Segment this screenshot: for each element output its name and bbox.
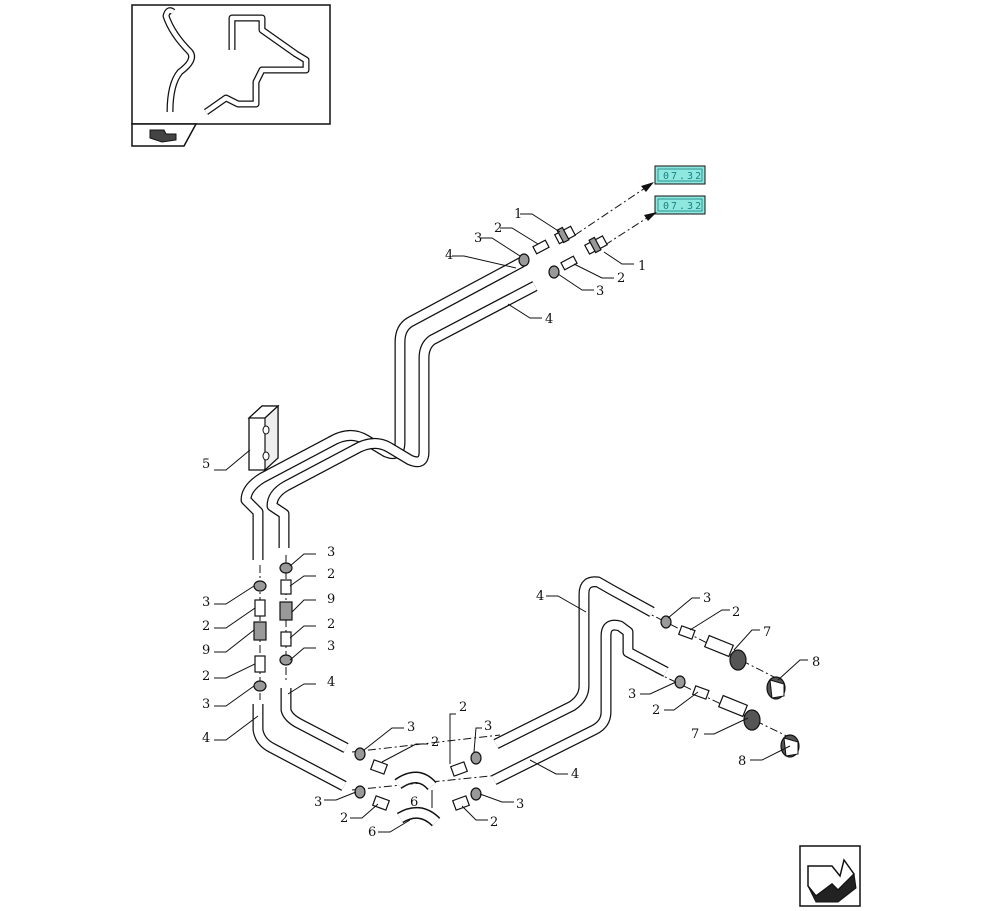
callout-3-right-a: 3 [703,591,711,606]
callout-2-right-b: 2 [652,703,660,718]
ref-label-1: 07.32 [663,171,703,182]
callout-2-stack-r2: 2 [327,617,335,632]
callout-9-stack-r: 9 [327,592,335,607]
callout-2-right-a: 2 [732,605,740,620]
elbow-6-lower[interactable] [396,806,441,827]
nut-3-bottom-c[interactable] [354,785,366,799]
nut-3-right-b[interactable] [674,675,686,689]
next-page-arrow-icon[interactable] [799,845,861,907]
sleeve-2-lower[interactable] [560,255,578,271]
dust-cap-8-upper[interactable] [766,676,786,700]
callout-6-lower: 6 [368,825,376,840]
sleeve-2-left-upper[interactable] [254,599,266,617]
callout-4-right: 4 [545,312,553,327]
callout-2-bottom-d: 2 [490,815,498,830]
callout-9-stack-l: 9 [202,643,210,658]
callout-4-top: 4 [445,248,453,263]
callout-4-lower-right: 4 [571,767,579,782]
callout-2-stack-r1: 2 [327,567,335,582]
ref-box-2[interactable]: 07.32 [654,195,706,215]
callout-labels: 1 2 3 4 1 2 3 4 5 3 2 9 2 3 4 3 2 9 2 3 … [202,207,820,840]
sleeve-2-bottom-d[interactable] [451,795,471,811]
tube-4-lower-left-b[interactable] [280,688,349,753]
ref-label-2: 07.32 [663,201,703,212]
tube-4-lower-right-b[interactable] [491,619,669,785]
leader-lines [214,213,808,833]
nut-3-right-a[interactable] [660,615,672,629]
callout-2-stack-l1: 2 [202,619,210,634]
callout-4-upper-right: 4 [536,589,544,604]
callout-2-bottom-a: 2 [431,735,439,750]
nut-3-bottom-d[interactable] [470,787,482,801]
union-9-right[interactable] [279,601,293,621]
sleeve-2-right-upper[interactable] [280,579,292,595]
clamp-block[interactable] [247,404,280,472]
callout-3-stack-l2: 3 [202,697,210,712]
callout-3-right: 3 [596,284,604,299]
sleeve-2-bottom-b[interactable] [449,761,469,777]
nut-3-right-upper[interactable] [279,562,293,574]
sleeve-2-bottom-c[interactable] [371,795,391,811]
ref-box-1[interactable]: 07.32 [654,165,706,185]
callout-7-upper: 7 [763,625,771,640]
sleeve-2-left-lower[interactable] [254,655,266,673]
callout-2-bottom-c: 2 [340,811,348,826]
tube-4-upper-b[interactable] [266,281,538,548]
dust-cap-8-lower[interactable] [780,734,800,758]
callout-3-stack-r1: 3 [327,545,335,560]
coupler-7-upper[interactable] [703,634,747,671]
callout-3-bottom-d: 3 [516,797,524,812]
callout-3-right-b: 3 [628,687,636,702]
nut-3-top[interactable] [518,253,530,267]
callout-2-right: 2 [617,271,625,286]
nut-3-bottom-b[interactable] [470,751,482,765]
callout-3-bottom-a: 3 [407,720,415,735]
callout-2-top: 2 [494,221,502,236]
callout-2-stack-l2: 2 [202,669,210,684]
sleeve-2-right-lower[interactable] [280,631,292,647]
tube-4-lower-right-a[interactable] [493,576,655,749]
callout-3-bottom-b: 3 [484,719,492,734]
centerlines [259,182,796,791]
callout-2-bottom-b: 2 [459,700,467,715]
book-icon[interactable] [131,123,198,147]
callout-4-stack-r: 4 [327,675,335,690]
callout-3-top: 3 [474,231,482,246]
elbow-6-upper[interactable] [394,771,437,791]
callout-8-lower: 8 [738,754,746,769]
sleeve-2-top[interactable] [532,239,550,255]
assembly-thumbnail-icon[interactable] [131,4,331,125]
nut-3-lower[interactable] [548,265,560,279]
nut-3-left-lower[interactable] [253,680,267,692]
sleeve-2-right-a[interactable] [677,625,696,640]
tube-4-lower-left-a[interactable] [252,704,347,791]
nut-3-left-upper[interactable] [253,580,267,592]
callout-5: 5 [202,457,210,472]
sleeve-2-right-b[interactable] [691,685,710,700]
callout-1-right: 1 [638,259,646,274]
coupler-7-lower[interactable] [717,694,761,731]
nut-3-bottom-a[interactable] [354,747,366,761]
callout-8-upper: 8 [812,655,820,670]
callout-1-top: 1 [514,207,522,222]
sleeve-2-bottom-a[interactable] [369,759,389,775]
callout-4-stack-l: 4 [202,731,210,746]
callout-7-lower: 7 [691,727,699,742]
callout-3-stack-r2: 3 [327,639,335,654]
fitting-1-lower[interactable] [584,235,608,255]
callout-3-bottom-c: 3 [314,795,322,810]
callout-3-stack-l1: 3 [202,595,210,610]
union-9-left[interactable] [253,621,267,641]
fitting-1-top[interactable] [553,225,577,245]
callout-6-upper: 6 [410,795,418,810]
nut-3-right-lower[interactable] [279,654,293,666]
